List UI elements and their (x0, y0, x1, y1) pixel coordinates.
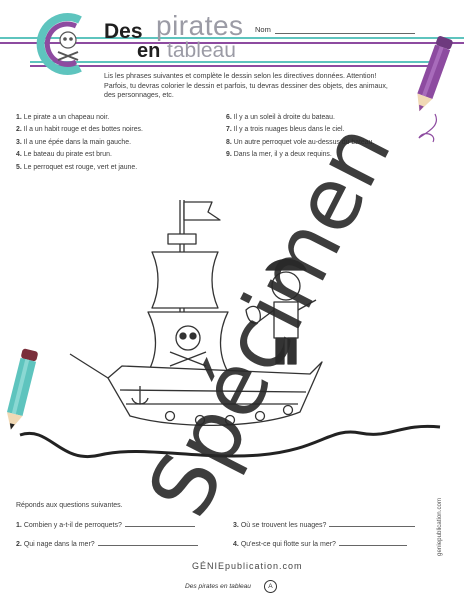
publisher-logo: GÉNIEpublication.com (192, 561, 303, 571)
instruction-item: 5.Le perroquet est rouge, vert et jaune. (16, 163, 138, 171)
answer-field[interactable] (338, 539, 407, 546)
title-des: Des (104, 20, 143, 43)
questions-intro: Réponds aux questions suivantes. (16, 502, 123, 509)
header-rule-teal-lower (30, 61, 440, 63)
answer-field[interactable] (329, 520, 416, 527)
footer-title: Des pirates en tableau (185, 583, 251, 590)
header-rule-purple (0, 42, 464, 44)
instructions-left: 1.Le pirate a un chapeau noir. 2.Il a un… (16, 112, 221, 174)
side-url: geniepublication.com (436, 497, 443, 556)
name-label: Nom (255, 25, 271, 34)
instruction-item: 6.Il y a un soleil à droite du bateau. (226, 114, 335, 121)
question-3: 3.Où se trouvent les nuages? (233, 520, 416, 529)
teal-pencil-icon (6, 348, 38, 430)
header-rule-teal (0, 37, 464, 39)
wave-line (19, 424, 441, 459)
answer-field[interactable] (97, 539, 198, 546)
instruction-item: 9.Dans la mer, il y a deux requins. (226, 151, 332, 159)
answer-field[interactable] (124, 520, 195, 527)
pirate-ship-drawing (69, 200, 323, 426)
instruction-item: 2.Il a un habit rouge et des bottes noir… (16, 126, 143, 134)
purple-pencil-icon (417, 36, 453, 143)
instruction-item: 7.Il y a trois nuages bleus dans le ciel… (226, 126, 345, 134)
title-pirates: pirates (156, 10, 244, 41)
question-4: 4.Qu'est-ce qui flotte sur la mer? (233, 539, 407, 548)
name-field[interactable] (275, 33, 415, 34)
question-2: 2.Qui nage dans la mer? (16, 539, 198, 548)
version-badge: A (264, 580, 277, 593)
header-rule-purple-lower (30, 65, 434, 67)
skull-logo-icon (36, 13, 82, 75)
intro-paragraph: Lis les phrases suivantes et complète le… (104, 72, 388, 100)
instruction-item: 1.Le pirate a un chapeau noir. (16, 114, 110, 121)
title-tableau: tableau (167, 39, 236, 62)
question-1: 1.Combien y a-t-il de perroquets? (16, 520, 195, 529)
instruction-item: 8.Un autre perroquet vole au-dessus du b… (226, 138, 375, 146)
instruction-item: 4.Le bateau du pirate est brun. (16, 151, 112, 159)
instruction-item: 3.Il a une épée dans la main gauche. (16, 138, 132, 146)
instructions-right: 6.Il y a un soleil à droite du bateau. 7… (226, 112, 456, 162)
title-en: en (137, 40, 161, 62)
